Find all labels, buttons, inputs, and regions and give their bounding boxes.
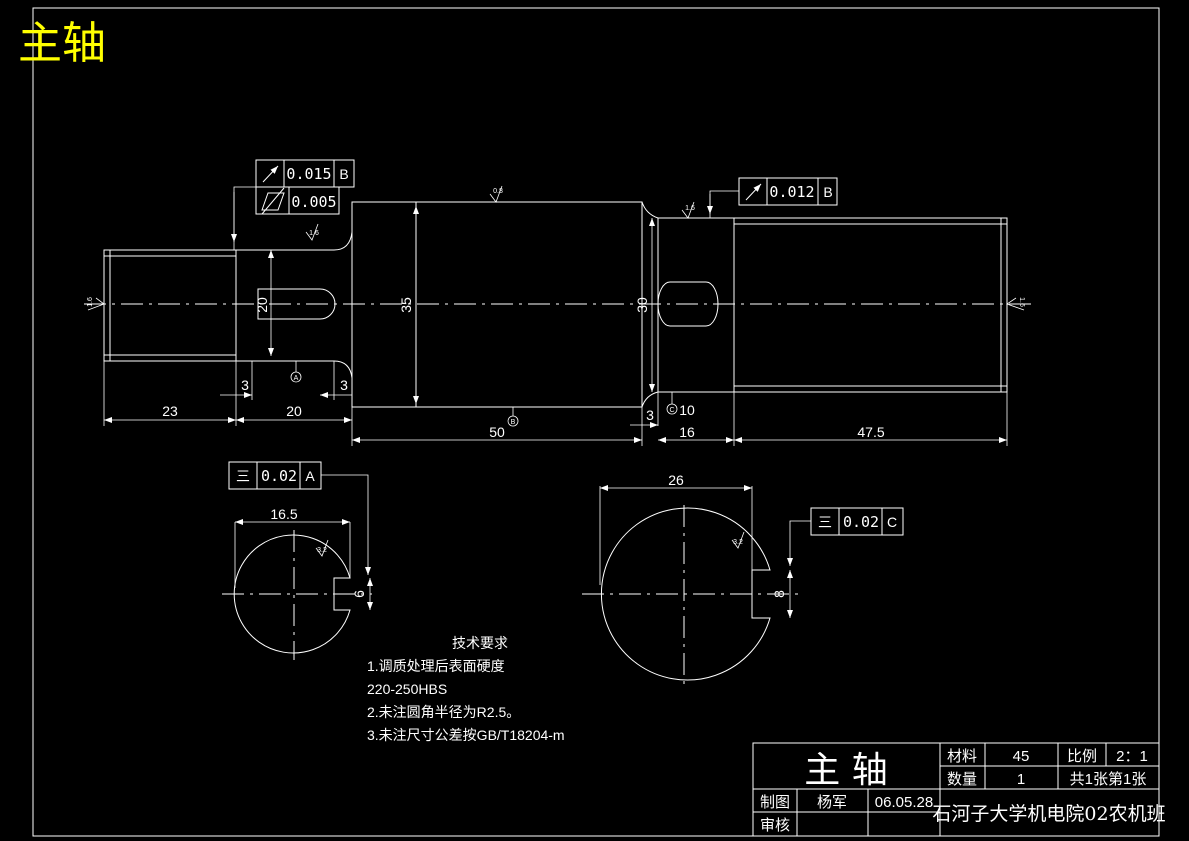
tol-datum: B	[823, 184, 832, 200]
dim-section-c-depth: 8	[771, 590, 787, 598]
sheet-number: 共1张第1张	[1070, 770, 1147, 788]
roughness-symbol	[731, 531, 745, 549]
tol-symbol: 三	[236, 468, 250, 484]
dim-len-47-5: 47.5	[857, 424, 884, 440]
datum-a-marker	[290, 371, 302, 383]
dim-section-a-depth: 6	[351, 590, 367, 598]
tech-note-line: 1.调质处理后表面硬度	[367, 658, 505, 674]
datum-b-marker	[507, 415, 519, 427]
quantity-value: 1	[1017, 771, 1025, 788]
datum-a-label: A	[294, 375, 299, 382]
roughness-left-end: 1.6	[87, 297, 94, 307]
groove-fillet	[641, 201, 659, 408]
tech-note-line: 220-250HBS	[367, 681, 447, 697]
dim-dia-30: 30	[634, 297, 650, 313]
tol-value: 0.005	[291, 193, 336, 211]
material-value: 45	[1013, 748, 1030, 765]
section-c: 26 8 3.2 三 0.02 C	[582, 472, 904, 688]
tol-symbol: 三	[818, 514, 832, 530]
material-label: 材料	[947, 748, 977, 765]
roughness-right-end: 1.6	[1018, 297, 1025, 307]
dim-key-10: 10	[679, 402, 695, 418]
roughness-symbols: 0.8 1.6 1.6 1.6 1.6	[87, 185, 1025, 311]
dim-fillet-left: 3	[241, 377, 249, 393]
dim-section-a-width: 16.5	[270, 506, 297, 522]
section-c-outline	[600, 507, 771, 681]
tol-datum: C	[887, 514, 897, 530]
quantity-label: 数量	[947, 771, 977, 788]
dim-len-50: 50	[489, 424, 505, 440]
tol-frame-runout-left: 0.015 B	[255, 159, 355, 188]
datum-c-label: C	[669, 407, 674, 414]
dim-section-c-width: 26	[668, 472, 684, 488]
tol-frame-runout-right: 0.012 B	[738, 177, 838, 206]
bearing-section	[657, 217, 735, 393]
tol-value: 0.02	[261, 467, 297, 485]
drawn-by: 杨军	[817, 794, 847, 811]
tol-frame-a	[228, 461, 322, 490]
roughness-right-shoulder: 1.6	[685, 205, 695, 212]
end-section	[733, 217, 1008, 393]
tol-frame-c	[810, 507, 904, 536]
thread-section	[103, 249, 237, 362]
tol-leader	[787, 520, 811, 566]
tol-value: 0.02	[843, 513, 879, 531]
drawn-label: 制图	[760, 794, 790, 811]
drawing-title: 主轴	[18, 18, 106, 69]
sheet-border	[32, 7, 1160, 837]
keyway-slot-right	[657, 281, 719, 327]
section-a: 16.5 6 3.2 三 0.02 A	[222, 461, 373, 660]
title-block-part-name: 主 轴	[804, 750, 887, 791]
roughness-section-a: 3.2	[317, 547, 327, 554]
tol-frame-cylindricity: 0.005	[255, 186, 340, 215]
drawn-date: 06.05.28	[875, 794, 933, 811]
tol-value: 0.015	[286, 165, 331, 183]
title-block: 主 轴 材料 45 比例 2：1 数量 1 共1张第1张 制图 杨军 06.05…	[752, 742, 1166, 837]
tech-note-line: 2.未注圆角半径为R2.5。	[367, 704, 520, 720]
dim-len-23: 23	[162, 403, 178, 419]
body-section	[351, 201, 643, 408]
tol-leader	[321, 474, 371, 575]
checked-label: 审核	[760, 817, 790, 834]
scale-value: 2：1	[1116, 748, 1148, 765]
tech-note-line: 3.未注尺寸公差按GB/T18204-m	[367, 727, 565, 743]
dim-dia-20: 20	[254, 297, 270, 313]
dim-fillet-right: 3	[340, 377, 348, 393]
tol-datum: B	[339, 166, 348, 182]
roughness-section-c: 3.2	[733, 539, 743, 546]
tol-datum: A	[305, 468, 315, 484]
dim-len-20: 20	[286, 403, 302, 419]
roughness-symbol	[315, 539, 329, 557]
tol-leader	[707, 190, 739, 214]
dim-len-16: 16	[679, 424, 695, 440]
organization: 石河子大学机电院02农机班	[932, 803, 1165, 825]
roughness-shoulder: 1.6	[309, 230, 319, 237]
tol-leader	[231, 186, 256, 242]
dim-dia-35: 35	[398, 297, 414, 313]
technical-requirements: 技术要求 1.调质处理后表面硬度 220-250HBS 2.未注圆角半径为R2.…	[367, 635, 565, 743]
tech-notes-heading: 技术要求	[452, 635, 508, 651]
dim-groove-3: 3	[646, 407, 654, 423]
datum-c-marker	[666, 403, 678, 415]
extension-lines	[103, 192, 1008, 446]
section-a-outline	[233, 534, 351, 654]
shaft-view: 20 35 30 23 20 3 3 50 3	[84, 159, 1035, 446]
keyway-slot-left	[257, 288, 336, 320]
scale-label: 比例	[1067, 748, 1097, 765]
tol-value: 0.012	[769, 183, 814, 201]
roughness-body: 0.8	[493, 188, 503, 195]
datum-b-label: B	[511, 419, 516, 426]
